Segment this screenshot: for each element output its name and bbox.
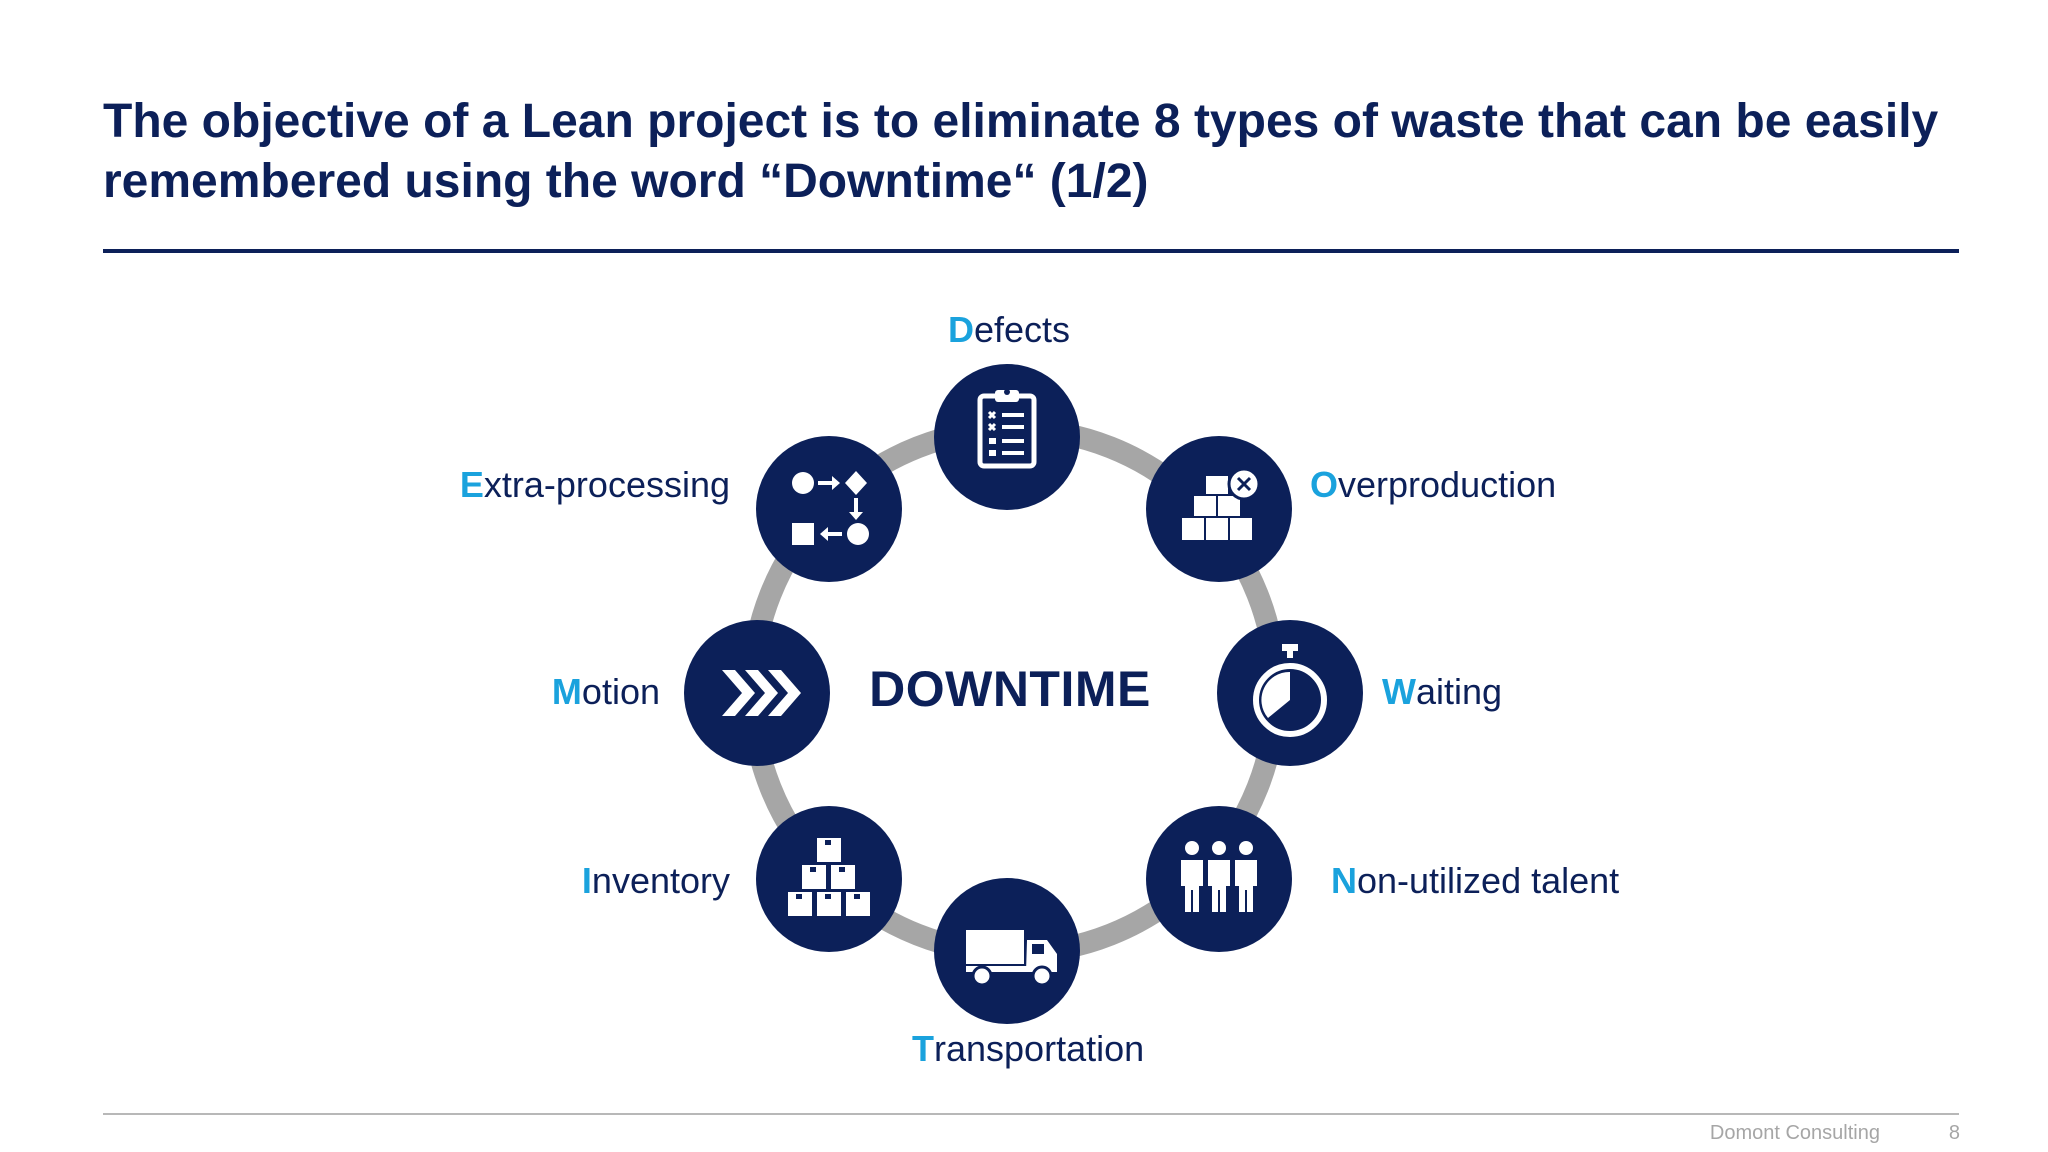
label-extra-processing: Extra-processing <box>459 464 730 505</box>
boxes-cross-icon <box>1148 438 1290 580</box>
slide-title: The objective of a Lean project is to el… <box>103 95 1939 208</box>
label-waiting: Waiting <box>1382 671 1503 712</box>
process-flow-icon <box>758 438 900 580</box>
footer-company: Domont Consulting <box>1709 1122 1880 1144</box>
page-number: 8 <box>1948 1122 1960 1144</box>
title-divider <box>103 249 1959 253</box>
label-inventory: Inventory <box>581 860 730 901</box>
label-motion: Motion <box>551 671 660 712</box>
label-overproduction: Overproduction <box>1310 464 1557 505</box>
people-group-icon <box>1148 808 1290 950</box>
label-non-utilized-talent: Non-utilized talent <box>1331 860 1620 901</box>
truck-icon <box>936 880 1078 1022</box>
stacked-boxes-icon <box>758 808 900 950</box>
center-label: DOWNTIME <box>869 661 1151 717</box>
label-defects: Defects <box>948 309 1071 350</box>
chevrons-right-icon <box>686 622 828 764</box>
footer-divider <box>103 1113 1959 1115</box>
stopwatch-icon <box>1219 622 1361 764</box>
clipboard-checklist-icon <box>936 366 1078 508</box>
label-transportation: Transportation <box>912 1028 1145 1069</box>
